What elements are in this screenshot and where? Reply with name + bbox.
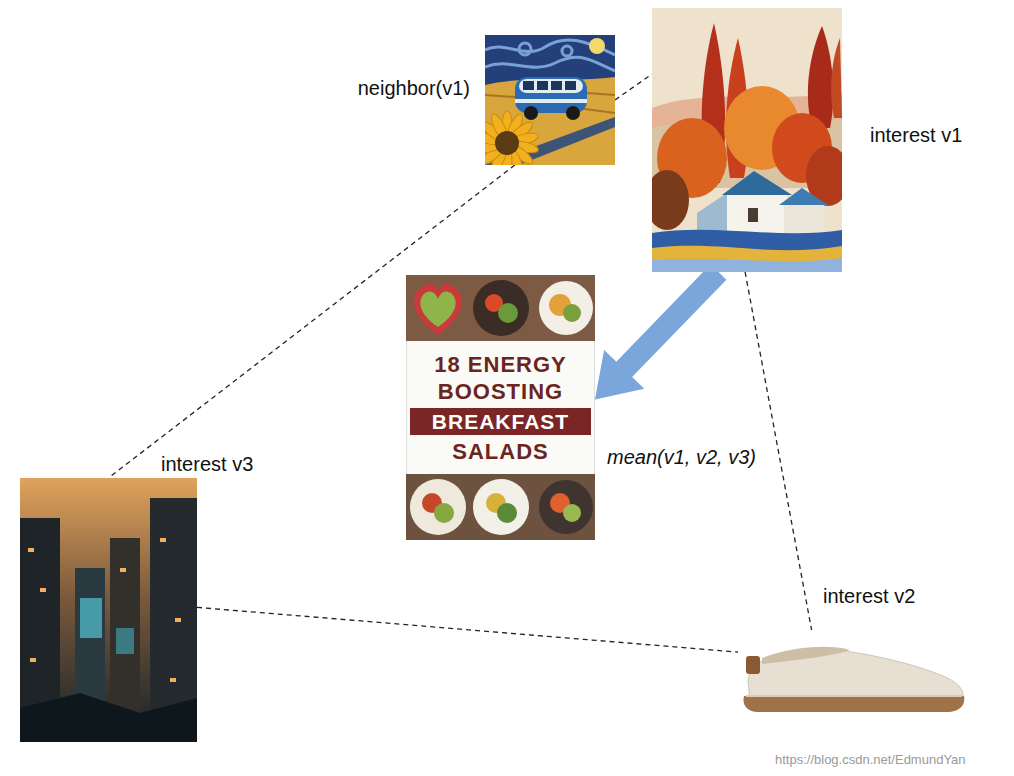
poster-title: 18 ENERGY BOOSTING	[410, 351, 591, 405]
block-arrow	[595, 264, 726, 399]
image-node: interest v3	[20, 478, 197, 742]
village-painting	[652, 8, 842, 272]
image-label: interest v3	[161, 452, 253, 476]
image-label: neighbor(v1)	[358, 76, 470, 100]
image-node: 18 ENERGY BOOSTING BREAKFAST SALADS	[406, 275, 595, 540]
poster-text: 18 ENERGY BOOSTING BREAKFAST SALADS	[406, 345, 595, 471]
poster-title: BREAKFAST	[410, 408, 591, 435]
poster-title: SALADS	[410, 438, 591, 465]
image-node: interest v1	[652, 8, 842, 272]
image-node: neighbor(v1)	[485, 35, 615, 165]
city-painting	[20, 478, 197, 742]
shoe-photo	[738, 630, 968, 712]
dashed-link	[197, 607, 738, 652]
image-label: interest v1	[870, 123, 962, 147]
illustration	[652, 8, 842, 272]
watermark: https://blog.csdn.net/EdmundYan	[775, 752, 966, 767]
van-painting	[485, 35, 615, 165]
illustration	[738, 630, 968, 712]
edge-label: mean(v1, v2, v3)	[607, 446, 756, 469]
image-node: interest v2	[738, 630, 968, 712]
illustration	[20, 478, 197, 742]
dashed-link	[615, 74, 652, 100]
illustration	[485, 35, 615, 165]
image-label: interest v2	[823, 584, 915, 608]
